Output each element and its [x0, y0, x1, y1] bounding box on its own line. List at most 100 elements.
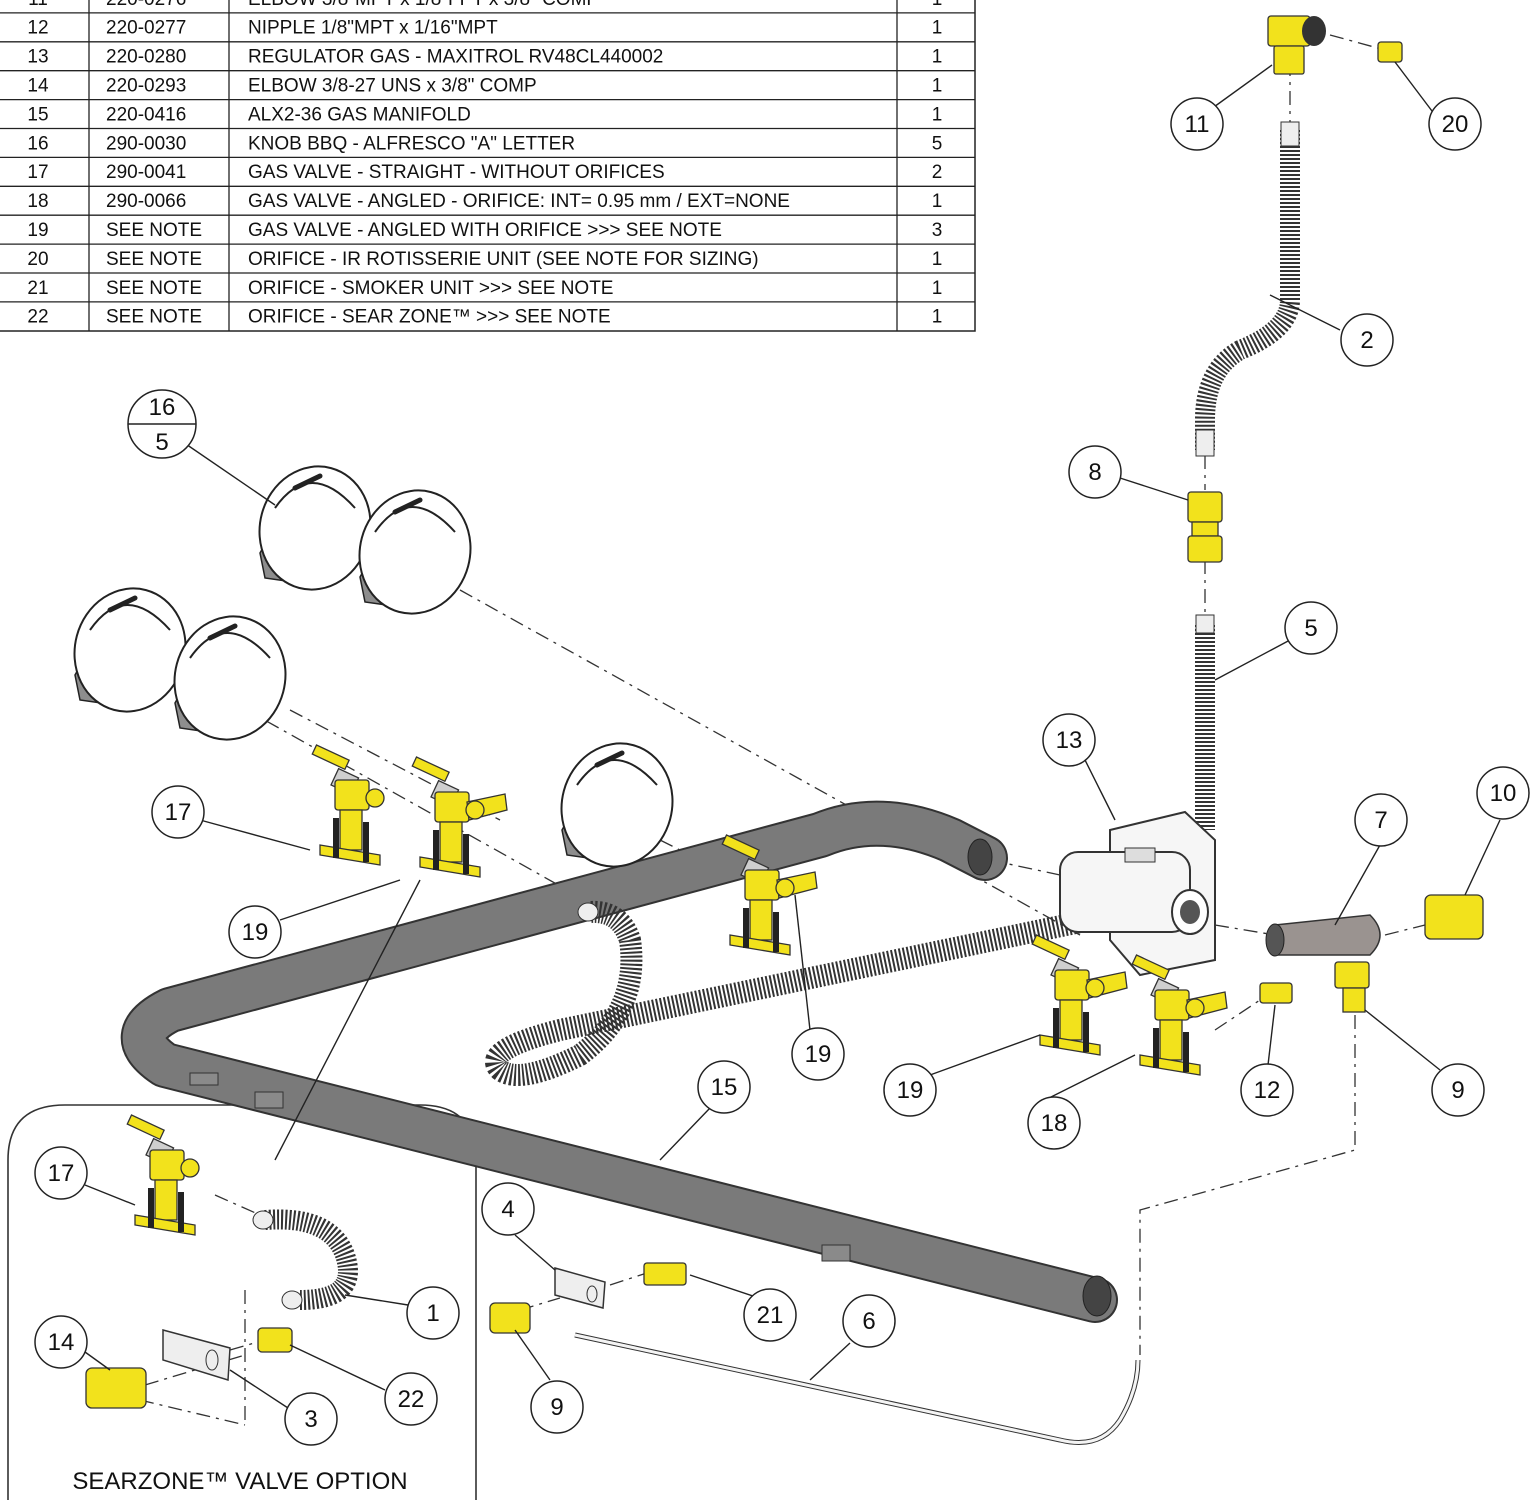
callout-label: 8	[1088, 459, 1101, 486]
knob-icon	[358, 489, 472, 615]
callout-leader-line	[659, 1107, 711, 1161]
callout-leader-line	[1464, 819, 1501, 896]
callout-leader-line	[229, 1369, 289, 1409]
parts-table-rows: 11220-0276ELBOW 3/8"MPT x 1/8"FPT x 3/8"…	[0, 0, 975, 328]
callout-bubble-c10: 10	[1476, 766, 1530, 820]
callout-label: 10	[1490, 780, 1517, 807]
gas-valve-icon	[721, 834, 818, 956]
part-number-cell: 290-0041	[106, 162, 186, 183]
qty-cell: 1	[932, 0, 943, 10]
pipe-nipple	[1265, 914, 1381, 957]
callout-leader-line	[514, 1329, 551, 1381]
callout-bubble-c9b: 9	[530, 1380, 584, 1434]
qty-cell: 5	[932, 133, 943, 154]
callout-leader-line	[1394, 61, 1436, 116]
callout-bubble-c18: 18	[1027, 1096, 1081, 1150]
item-cell: 13	[27, 47, 48, 68]
description-cell: ELBOW 3/8"MPT x 1/8"FPT x 3/8" COMP	[248, 0, 599, 10]
item-cell: 16	[27, 133, 48, 154]
qty-cell: 1	[932, 76, 943, 97]
callout-bubble-c19a: 19	[228, 905, 282, 959]
callout-leader-line	[809, 1342, 851, 1381]
gas-manifold	[120, 800, 1118, 1323]
callout-bubble-c8: 8	[1068, 445, 1122, 499]
callout-leader-line	[1214, 639, 1291, 681]
qty-cell: 1	[932, 249, 943, 270]
control-knobs	[73, 465, 674, 868]
gas-valve-icon	[411, 756, 508, 878]
callout-leader-line	[289, 1344, 386, 1391]
callout-label: 1	[426, 1300, 439, 1327]
callout-label: 14	[48, 1329, 75, 1356]
callout-label: 7	[1374, 807, 1387, 834]
part-number-cell: 290-0066	[106, 191, 186, 212]
gas-valve-icon	[311, 744, 385, 866]
callout-label: 4	[501, 1196, 514, 1223]
flex-hoses	[252, 121, 1300, 1445]
part-number-cell: 290-0030	[106, 133, 186, 154]
description-cell: ORIFICE - SMOKER UNIT >>> SEE NOTE	[248, 278, 613, 299]
callout-label: 15	[711, 1074, 738, 1101]
callout-leader-line	[1206, 64, 1273, 113]
callout-leader-line	[1364, 1009, 1441, 1071]
table-row: 22 SEE NOTE ORIFICE - SEAR ZONE™ >>> SEE N…	[0, 301, 975, 328]
qty-cell: 3	[932, 220, 943, 241]
inset-caption: SEARZONE™ VALVE OPTION	[72, 1468, 407, 1495]
part-number-cell: 220-0277	[106, 18, 186, 39]
callout-bubble-c14: 14	[34, 1315, 88, 1369]
item-cell: 22	[27, 307, 48, 328]
knob-icon	[560, 742, 674, 868]
part-number-cell: SEE NOTE	[106, 220, 202, 241]
callout-leader-line	[794, 894, 811, 1031]
callout-leader-line	[344, 1294, 409, 1306]
knob-icon	[73, 587, 187, 713]
callout-bubble-c22: 22	[384, 1372, 438, 1426]
part-number-cell: 220-0416	[106, 104, 186, 125]
description-cell: ORIFICE - IR ROTISSERIE UNIT (SEE NOTE F…	[248, 249, 759, 270]
callout-label: 22	[398, 1386, 425, 1413]
callout-label: 2	[1360, 327, 1373, 354]
callout-bubble-c17b: 17	[34, 1146, 88, 1200]
callout-bubble-c1: 1	[406, 1286, 460, 1340]
qty-cell: 1	[932, 18, 943, 39]
knob-icon	[258, 465, 372, 591]
description-cell: GAS VALVE - ANGLED WITH ORIFICE >>> SEE …	[248, 220, 722, 241]
qty-cell: 1	[932, 104, 943, 125]
callout-bubble-c19c: 19	[883, 1063, 937, 1117]
qty-cell: 1	[932, 47, 943, 68]
callout-label: 19	[242, 919, 269, 946]
callout-label: 5	[1304, 615, 1317, 642]
callout-leader-line	[279, 879, 401, 921]
callout-bubble-c12: 12	[1240, 1063, 1294, 1117]
callout-label: 19	[897, 1077, 924, 1104]
callout-leader-line	[514, 1234, 556, 1271]
description-cell: GAS VALVE - STRAIGHT - WITHOUT ORIFICES	[248, 162, 665, 183]
part-number-cell: 220-0293	[106, 76, 186, 97]
gas-valve-icon	[126, 1114, 200, 1236]
callout-label: 21	[757, 1302, 784, 1329]
callout-leader-line	[1334, 844, 1381, 926]
callout-leader-line	[1267, 1004, 1276, 1066]
callout-bubble-c20: 20	[1428, 97, 1482, 151]
description-cell: ELBOW 3/8-27 UNS x 3/8" COMP	[248, 76, 537, 97]
part-number-cell: SEE NOTE	[106, 307, 202, 328]
callout-bubble-c5: 5	[1284, 601, 1338, 655]
gas-valves	[126, 744, 1228, 1236]
brass-fittings	[85, 15, 1484, 1409]
item-cell: 18	[27, 191, 48, 212]
callout-label: 20	[1442, 111, 1469, 138]
description-cell: NIPPLE 1/8"MPT x 1/16"MPT	[248, 18, 498, 39]
callout-bubble-c6: 6	[842, 1294, 896, 1348]
description-cell: ORIFICE - SEAR ZONE™ >>> SEE NOTE	[248, 307, 611, 328]
callout-label: 17	[48, 1160, 75, 1187]
description-cell: GAS VALVE - ANGLED - ORIFICE: INT= 0.95 …	[248, 191, 790, 212]
